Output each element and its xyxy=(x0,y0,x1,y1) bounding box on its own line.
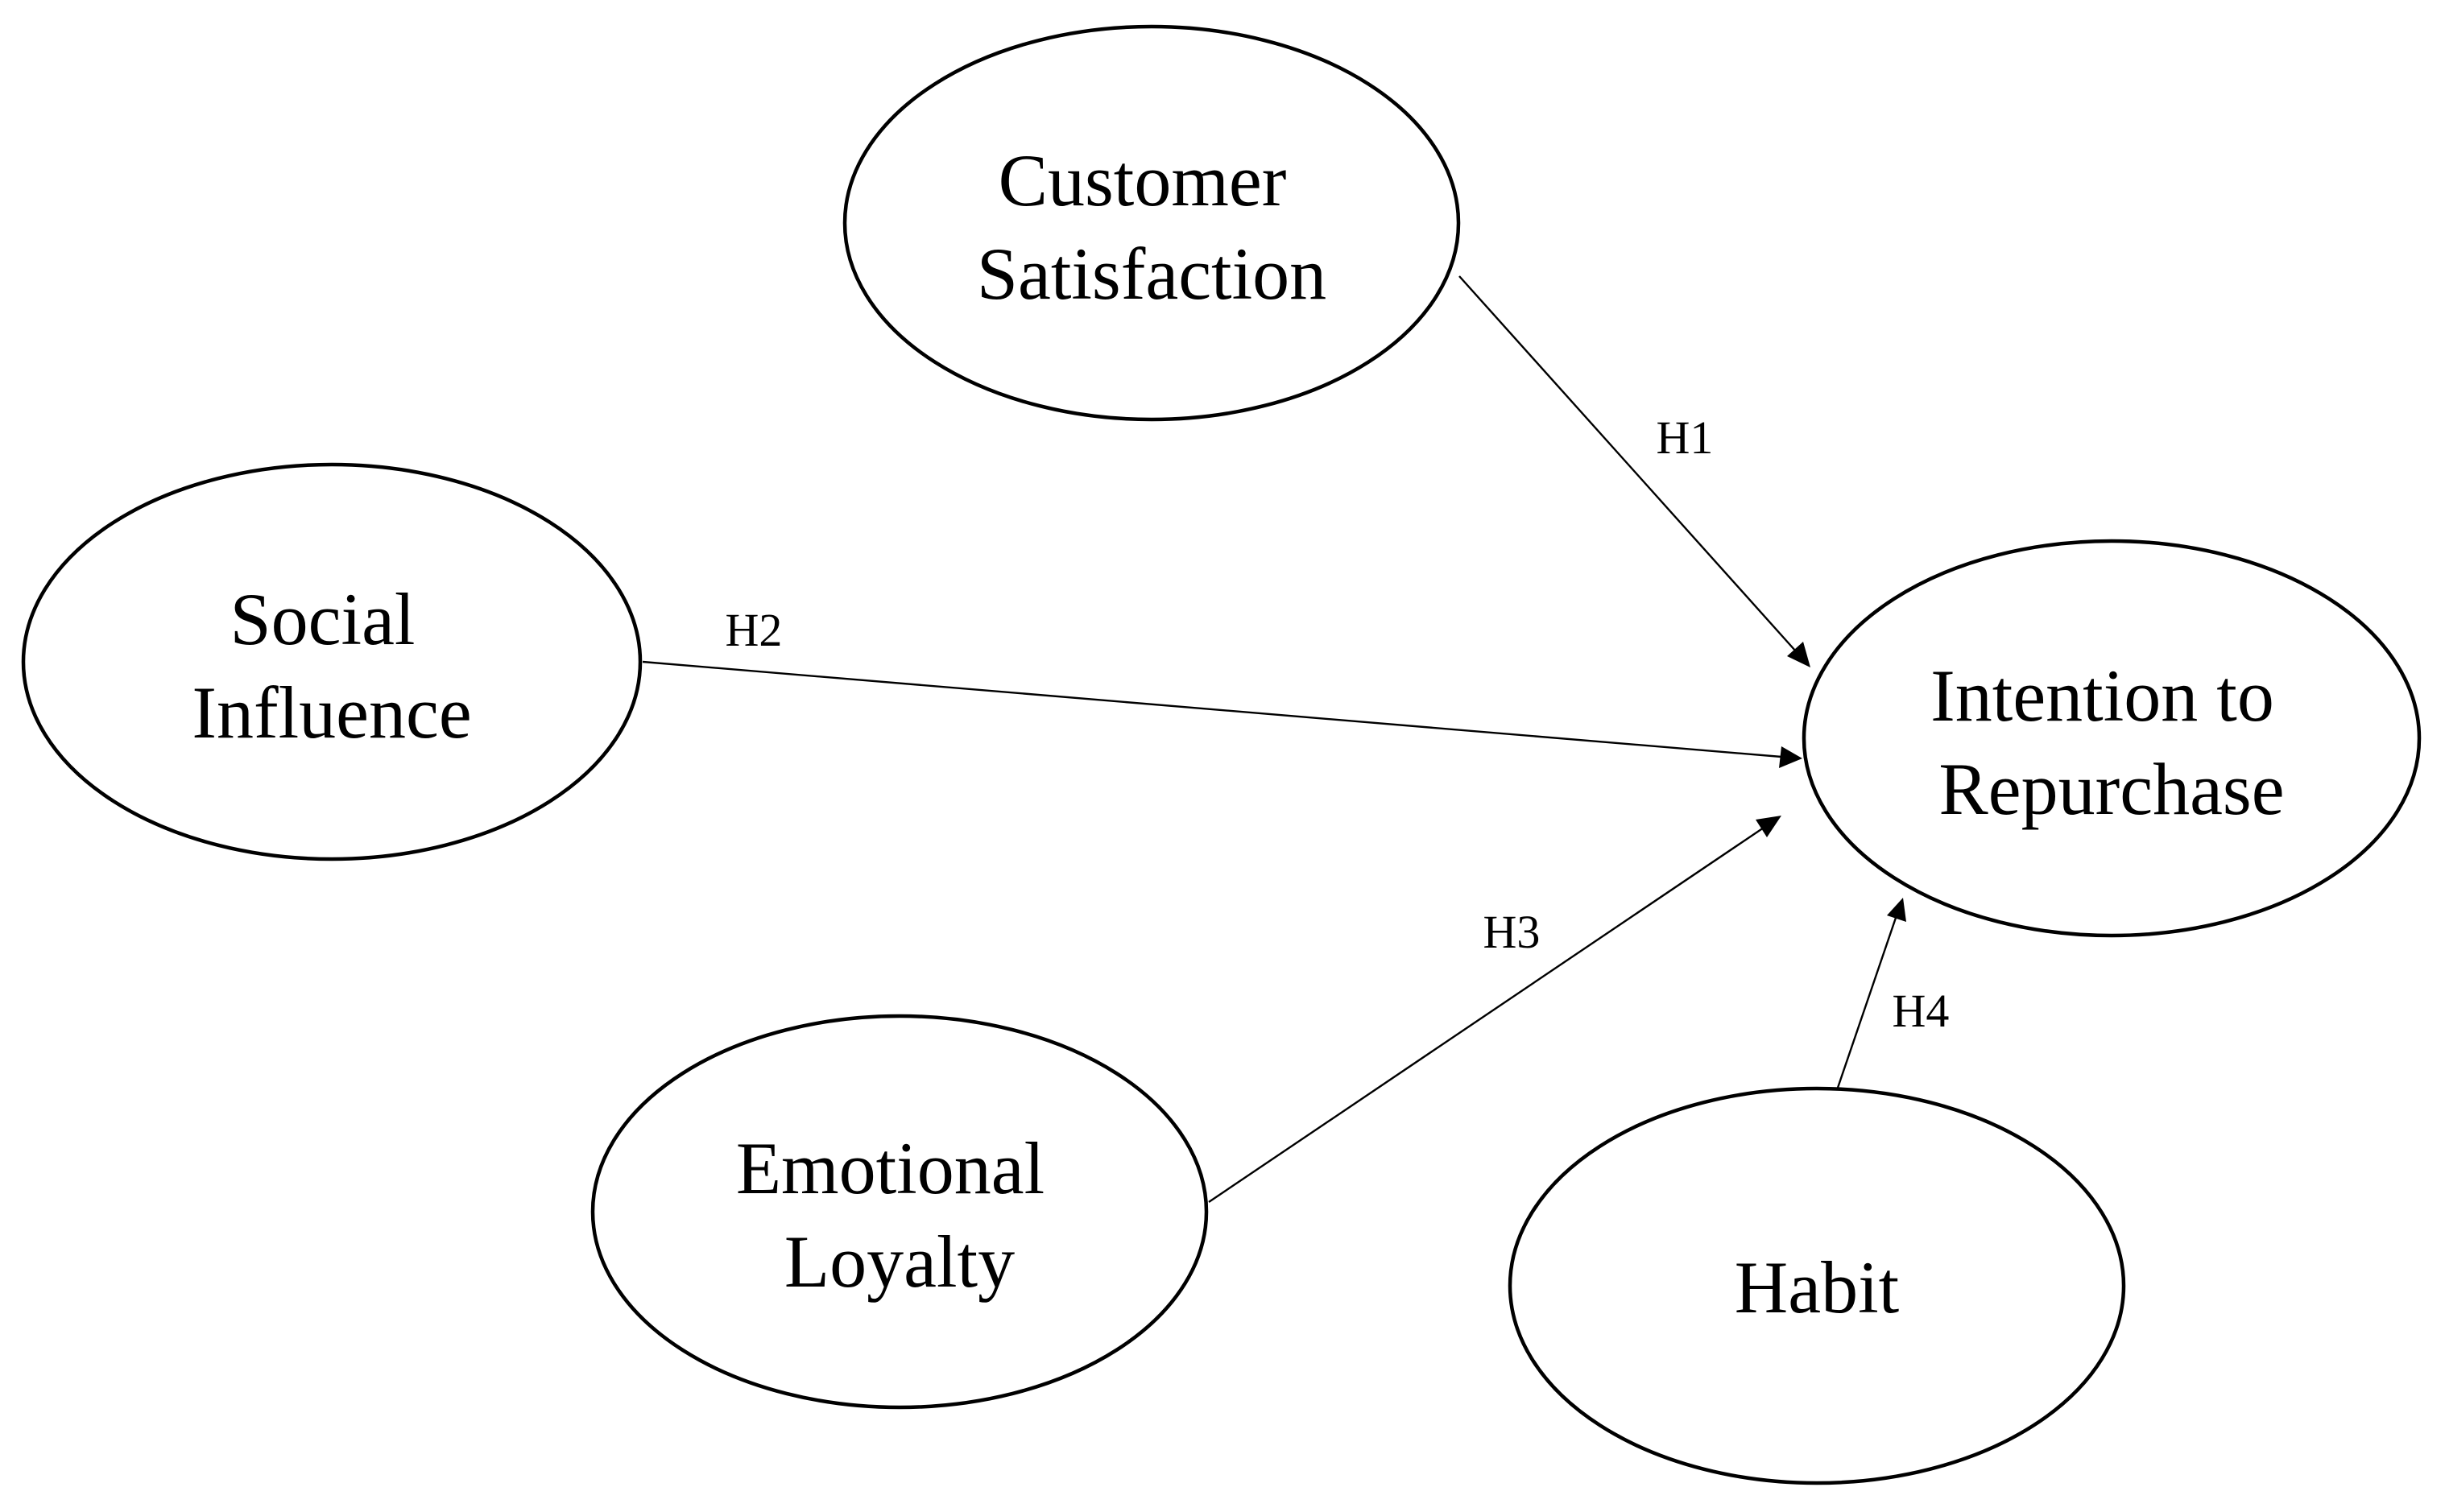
edge-h4-label: H4 xyxy=(1893,985,1950,1037)
node-customer-satisfaction: Customer Satisfaction xyxy=(842,24,1461,422)
edge-h1: H1 xyxy=(1458,275,1810,667)
edge-h4-line xyxy=(1836,917,1897,1089)
edge-h3-line xyxy=(1208,827,1764,1203)
edge-h3-label: H3 xyxy=(1483,906,1541,958)
edge-h3-arrowhead xyxy=(1756,816,1781,837)
node-habit-ellipse xyxy=(1508,1086,2126,1485)
edge-h1-label: H1 xyxy=(1657,411,1714,464)
node-customer-satisfaction-ellipse xyxy=(842,24,1461,422)
edge-h2: H2 xyxy=(642,604,1802,768)
node-habit-line-1: Habit xyxy=(1735,1246,1900,1328)
edge-h1-arrowhead xyxy=(1787,642,1810,667)
node-emotional-loyalty-line-2: Loyalty xyxy=(784,1221,1015,1303)
node-social-influence: Social Influence xyxy=(21,462,643,861)
node-habit-label: Habit xyxy=(1735,1246,1900,1328)
node-intention-to-repurchase-label: Intention to Repurchase xyxy=(1930,655,2293,830)
edge-h4: H4 xyxy=(1836,898,1950,1089)
edge-h3: H3 xyxy=(1208,816,1781,1203)
node-habit: Habit xyxy=(1508,1086,2126,1485)
node-emotional-loyalty-label: Emotional Loyalty xyxy=(736,1127,1063,1303)
node-intention-to-repurchase-line-1: Intention to xyxy=(1930,655,2274,737)
node-customer-satisfaction-line-1: Customer xyxy=(999,139,1287,221)
node-intention-to-repurchase-line-2: Repurchase xyxy=(1938,748,2284,830)
node-emotional-loyalty-ellipse xyxy=(590,1014,1209,1410)
edge-h2-line xyxy=(642,660,1782,758)
edge-h1-line xyxy=(1458,275,1797,652)
node-intention-to-repurchase: Intention to Repurchase xyxy=(1802,539,2422,938)
edge-h4-arrowhead xyxy=(1887,898,1906,922)
node-social-influence-line-2: Influence xyxy=(192,671,471,754)
edge-h2-label: H2 xyxy=(726,604,783,656)
node-social-influence-line-1: Social xyxy=(230,578,416,660)
node-intention-to-repurchase-ellipse xyxy=(1802,539,2422,938)
edge-h2-arrowhead xyxy=(1779,746,1802,768)
node-customer-satisfaction-line-2: Satisfaction xyxy=(977,233,1326,315)
node-emotional-loyalty-line-1: Emotional xyxy=(736,1127,1045,1209)
node-social-influence-ellipse xyxy=(21,462,643,861)
node-social-influence-label: Social Influence xyxy=(192,578,471,754)
node-customer-satisfaction-label: Customer Satisfaction xyxy=(977,139,1326,315)
node-emotional-loyalty: Emotional Loyalty xyxy=(590,1014,1209,1410)
